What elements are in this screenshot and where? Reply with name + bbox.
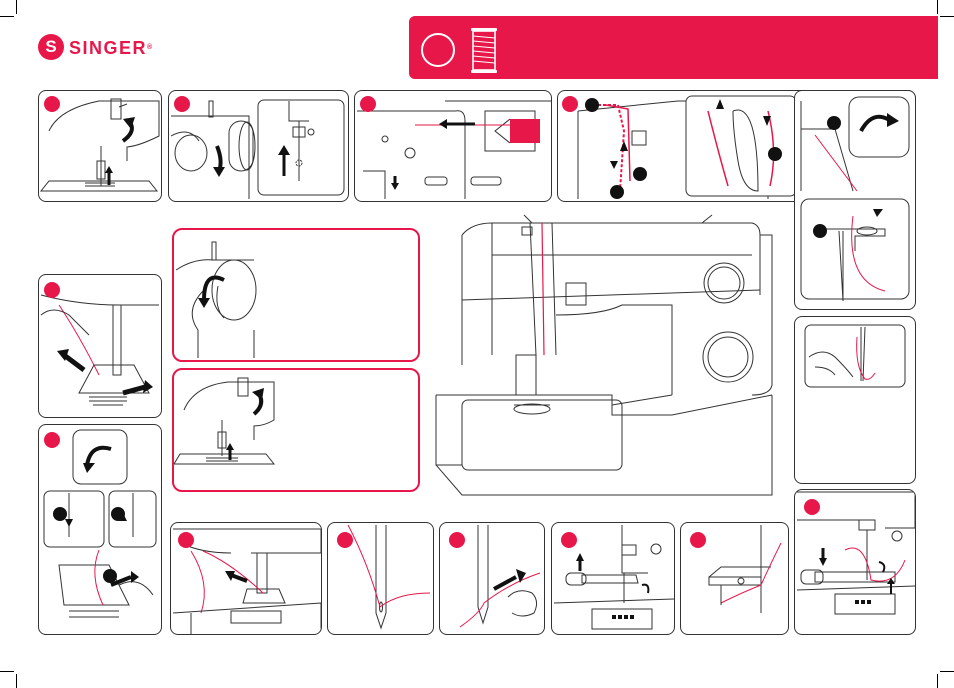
step-panel-10 bbox=[439, 522, 545, 635]
registered-mark: ® bbox=[147, 44, 154, 51]
sub-step-marker bbox=[610, 185, 624, 199]
step-panel-1 bbox=[38, 90, 162, 202]
step-marker bbox=[562, 96, 578, 112]
step-panel-8 bbox=[170, 522, 322, 635]
step-panel-13 bbox=[794, 489, 916, 635]
singer-logo: S SINGER® bbox=[38, 34, 178, 62]
brand-name: SINGER bbox=[69, 38, 147, 58]
step-panel-11 bbox=[551, 522, 675, 635]
step-marker bbox=[178, 532, 194, 548]
crop-mark bbox=[937, 674, 938, 688]
step-marker bbox=[44, 432, 60, 448]
step-panel-7 bbox=[38, 424, 162, 635]
sub-step-marker bbox=[827, 116, 841, 130]
crop-mark bbox=[16, 0, 17, 14]
step-marker bbox=[44, 96, 60, 112]
step-marker bbox=[337, 532, 353, 548]
sub-step-marker bbox=[103, 569, 117, 583]
sub-step-marker bbox=[111, 507, 125, 521]
step-panel-12 bbox=[680, 522, 789, 635]
step-marker bbox=[449, 532, 465, 548]
crop-mark bbox=[940, 671, 954, 672]
tip-panel-handwheel bbox=[172, 228, 420, 362]
step-marker bbox=[561, 532, 577, 548]
tip-panel-presser bbox=[172, 368, 420, 492]
sub-step-marker bbox=[585, 98, 599, 112]
crop-mark bbox=[940, 16, 954, 17]
crop-mark bbox=[937, 0, 938, 14]
step-panel-2 bbox=[168, 90, 349, 202]
sub-step-marker bbox=[768, 147, 782, 161]
thread-spool-icon bbox=[465, 16, 505, 79]
step-marker bbox=[360, 96, 376, 112]
crop-mark bbox=[0, 671, 14, 672]
logo-letter: S bbox=[38, 37, 64, 57]
sub-step-marker bbox=[53, 507, 67, 521]
step-panel-9 bbox=[327, 522, 434, 635]
step-panel-3 bbox=[354, 90, 552, 202]
sewing-machine-illustration bbox=[432, 205, 792, 505]
step-circle-icon bbox=[421, 33, 455, 67]
step-marker bbox=[690, 532, 706, 548]
step-panel-5 bbox=[794, 316, 916, 484]
crop-mark bbox=[0, 16, 14, 17]
step-marker bbox=[174, 96, 190, 112]
step-panel-6 bbox=[38, 274, 162, 418]
sub-step-marker bbox=[813, 224, 827, 238]
crop-mark bbox=[16, 674, 17, 688]
step-marker bbox=[44, 282, 60, 298]
step-panel-4b bbox=[794, 90, 916, 310]
header-banner bbox=[409, 16, 938, 79]
step-marker bbox=[804, 499, 820, 515]
sub-step-marker bbox=[633, 167, 647, 181]
